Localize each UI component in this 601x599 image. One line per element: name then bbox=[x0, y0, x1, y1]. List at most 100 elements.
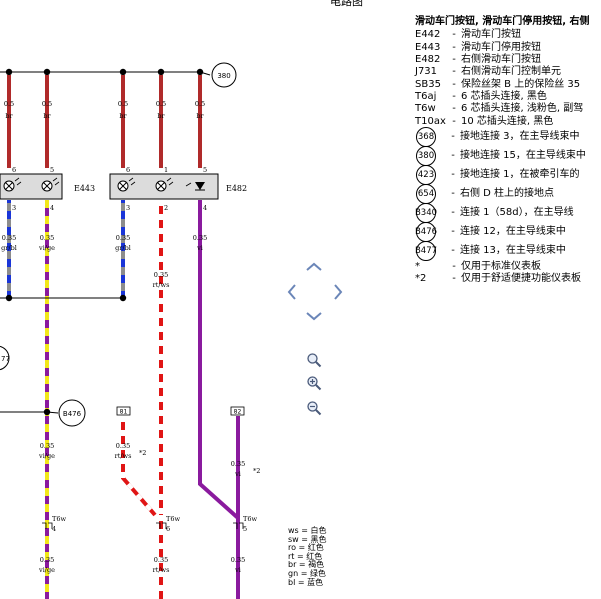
legend-dash: - bbox=[452, 29, 456, 41]
color-key-entry: bl = 蓝色 bbox=[288, 577, 324, 587]
wire-size: 0.35 bbox=[116, 234, 130, 242]
pin-label-top: 6 bbox=[12, 166, 16, 174]
ground-point-icon: 654 bbox=[416, 184, 436, 205]
color-key-entry: sw = 黑色 bbox=[288, 534, 327, 544]
ground-point-icon: 423 bbox=[416, 165, 436, 186]
zoom-in-button[interactable] bbox=[306, 375, 322, 391]
wire-size: 0.5 bbox=[42, 100, 52, 108]
zoom-in-icon bbox=[307, 376, 322, 391]
wire-color: br bbox=[119, 112, 127, 120]
wire-size: 0.35 bbox=[40, 442, 54, 450]
junction-dot bbox=[43, 68, 51, 76]
legend-row: T6aj-6 芯插头连接, 黑色 bbox=[415, 91, 601, 103]
pan-down-button[interactable] bbox=[305, 311, 323, 321]
magnifier-icon bbox=[307, 353, 322, 368]
wire-size: 0.35 bbox=[154, 271, 168, 279]
t6w-pin: 4 bbox=[52, 525, 56, 533]
pan-up-button[interactable] bbox=[305, 262, 323, 272]
legend-code: J731 bbox=[415, 66, 438, 78]
t6w-pin: 6 bbox=[166, 525, 170, 533]
wire-size: 0.5 bbox=[156, 100, 166, 108]
pan-right-button[interactable] bbox=[333, 283, 343, 301]
legend-row: E443-滑动车门停用按钮 bbox=[415, 42, 601, 54]
legend-dash: - bbox=[451, 150, 455, 162]
pan-left-button[interactable] bbox=[287, 283, 297, 301]
chevron-left-icon bbox=[287, 284, 296, 300]
legend-dash: - bbox=[452, 66, 456, 78]
legend-notes: *-仅用于标准仪表板*2-仅用于舒适便捷功能仪表板 bbox=[415, 261, 601, 286]
t6w-connectors: T6w 4 T6w 6 T6w 5 bbox=[42, 515, 257, 533]
color-key-entry: br = 褐色 bbox=[288, 560, 325, 570]
legend-dash: - bbox=[452, 273, 456, 285]
ground-point-icon: 368 bbox=[416, 127, 436, 148]
wire-color: gr/bl bbox=[1, 244, 17, 252]
ground-point-icon: B340 bbox=[415, 203, 437, 224]
wire-size: 0.5 bbox=[118, 100, 128, 108]
legend-circled-row: B340-连接 1（58d），在主导线 bbox=[415, 203, 601, 224]
legend-desc: 仅用于舒适便捷功能仪表板 bbox=[461, 273, 581, 285]
legend-dash: - bbox=[452, 115, 456, 127]
legend-row: T6w-6 芯插头连接, 浅粉色, 副驾 bbox=[415, 103, 601, 115]
legend-dash: - bbox=[452, 103, 456, 115]
junction-dot bbox=[157, 68, 165, 76]
legend-note-row: *-仅用于标准仪表板 bbox=[415, 261, 601, 273]
color-key-entry: rt = 红色 bbox=[288, 551, 323, 561]
pin-label-bottom: 4 bbox=[203, 204, 207, 212]
legend-dash: - bbox=[451, 245, 455, 257]
legend-code: T10ax bbox=[415, 115, 446, 127]
legend-desc: 连接 13，在主导线束中 bbox=[460, 245, 566, 257]
ground-380-circle bbox=[211, 62, 237, 88]
wire-rt-ws-81 bbox=[121, 416, 157, 517]
ground-point-icon: B477 bbox=[415, 241, 437, 262]
bus-junctions bbox=[5, 68, 204, 76]
ground-b476-circle bbox=[58, 399, 86, 427]
legend-row: T10ax-10 芯插头连接, 黑色 bbox=[415, 116, 601, 128]
wire-size: 0.35 bbox=[40, 556, 54, 564]
legend-dash: - bbox=[451, 131, 455, 143]
wire-vi-5 bbox=[198, 200, 240, 520]
pin-label-bottom: 4 bbox=[50, 204, 54, 212]
lamp-icon bbox=[117, 180, 129, 192]
junction-dot bbox=[43, 408, 51, 416]
legend-desc: 保险丝架 B 上的保险丝 35 bbox=[461, 78, 581, 90]
wire-color: br bbox=[43, 112, 51, 120]
connector-icon bbox=[42, 522, 53, 529]
wire-size: 0.35 bbox=[231, 460, 245, 468]
junction-dot bbox=[5, 294, 13, 302]
legend-heading: 滑动车门按钮, 滑动车门停用按钮, 右侧 bbox=[415, 16, 590, 27]
ground-point-icon: B476 bbox=[415, 222, 437, 243]
ref-box-81-label: 81 bbox=[120, 409, 128, 416]
chevron-up-icon bbox=[306, 262, 322, 271]
ground-point-icon: 380 bbox=[416, 146, 436, 167]
zoom-reset-button[interactable] bbox=[306, 352, 322, 368]
wire-size: 0.35 bbox=[193, 234, 207, 242]
ground-380-label: 380 bbox=[217, 72, 230, 80]
zoom-out-button[interactable] bbox=[306, 400, 322, 416]
legend-desc: 右侧滑动车门按钮 bbox=[461, 54, 541, 66]
wire-size: 0.35 bbox=[231, 556, 245, 564]
color-key-entry: ws = 白色 bbox=[288, 526, 327, 535]
t6w-pin: 5 bbox=[243, 525, 247, 533]
legend-dash: - bbox=[452, 260, 456, 272]
wire-size: 0.5 bbox=[195, 100, 205, 108]
ref-box-82 bbox=[230, 406, 245, 416]
legend-circled-row: B477 -连接 13，在主导线束中 bbox=[415, 241, 601, 262]
legend-dash: - bbox=[451, 226, 455, 238]
note-star2: *2 bbox=[253, 467, 260, 475]
legend-desc: 6 芯插头连接, 黑色 bbox=[461, 90, 547, 102]
pin-label-bottom: 2 bbox=[164, 204, 168, 212]
legend-dash: - bbox=[452, 90, 456, 102]
mid-wire-labels: 0.35 gr/bl 0.35 vi/ge 0.35 gr/bl 0.35 rt… bbox=[1, 234, 207, 289]
legend-circled-row: 654-右侧 D 柱上的接地点 bbox=[415, 184, 601, 205]
led-arrows bbox=[14, 177, 174, 186]
junction-dot bbox=[119, 294, 127, 302]
legend-desc: 连接 12，在主导线束中 bbox=[460, 226, 566, 238]
wire-color: br bbox=[5, 112, 13, 120]
lamp-icon bbox=[155, 180, 167, 192]
legend-dash: - bbox=[451, 207, 455, 219]
pin-label-top: 6 bbox=[126, 166, 130, 174]
wire-color: rt/ws bbox=[115, 452, 132, 460]
lamp-icon bbox=[41, 180, 53, 192]
